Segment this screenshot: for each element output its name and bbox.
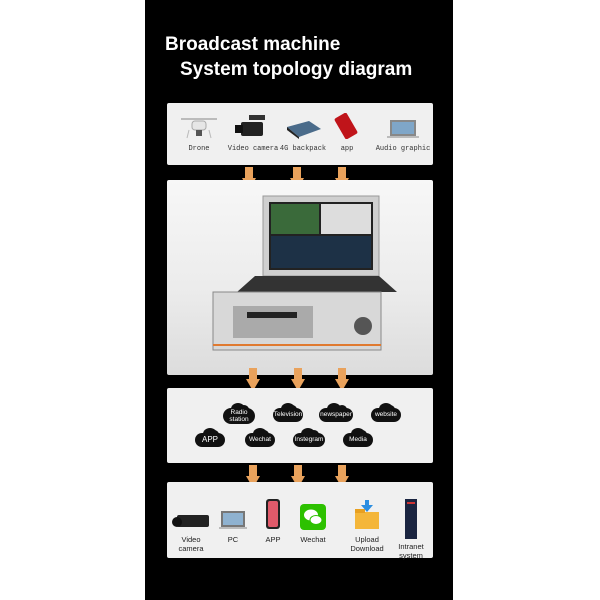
title-line-1: Broadcast machine xyxy=(165,34,341,55)
cloud-label: Wechat xyxy=(249,436,271,444)
cloud-website: website xyxy=(371,403,401,422)
broadcast-machine-illustration xyxy=(212,195,397,351)
source-label: Video camera xyxy=(227,145,279,153)
output-label: PC xyxy=(227,535,239,544)
camcorder-icon xyxy=(169,496,213,530)
cloud-label: Media xyxy=(349,436,367,444)
broadcast-machine-image xyxy=(167,180,433,375)
platforms-box: Radio station Television newspaper websi… xyxy=(167,388,433,463)
cloud-label: Radio station xyxy=(229,408,249,423)
wechat-icon xyxy=(291,496,335,530)
cloud-instegram: Instegram xyxy=(293,428,325,447)
output-pc: PC xyxy=(211,496,255,544)
source-label: 4G backpack xyxy=(279,145,327,153)
folder-upload-icon xyxy=(343,496,391,530)
smartphone-icon xyxy=(251,496,295,530)
source-4g-backpack: 4G backpack xyxy=(275,113,331,153)
backpack-icon xyxy=(275,113,331,139)
output-wechat: Wechat xyxy=(291,496,335,544)
phone-app-icon xyxy=(319,113,375,139)
pc-laptop-icon xyxy=(211,496,255,530)
output-video-camera: Video camera xyxy=(169,496,213,553)
source-label: app xyxy=(340,145,354,153)
output-label: Intranet system xyxy=(398,542,424,560)
outputs-box: Video camera PC APP Wechat Upload Downlo… xyxy=(167,482,433,560)
cloud-newspaper: newspaper xyxy=(319,403,353,422)
cloud-label: APP xyxy=(201,434,218,444)
cloud-television: Television xyxy=(273,403,303,422)
source-label: Audio graphic xyxy=(375,145,431,153)
source-video-camera: Video camera xyxy=(225,113,281,153)
sources-box: Drone Video camera 4G backpack app Audio… xyxy=(167,103,433,165)
source-label: Drone xyxy=(188,145,210,153)
source-drone: Drone xyxy=(171,113,227,153)
cloud-app: APP xyxy=(195,428,225,447)
output-label: Wechat xyxy=(300,535,326,544)
title-line-2: System topology diagram xyxy=(180,59,413,80)
source-app: app xyxy=(319,113,375,153)
output-intranet-system: Intranet system xyxy=(389,496,433,560)
laptop-icon xyxy=(373,113,433,139)
source-audio-graphic: Audio graphic xyxy=(373,113,433,153)
output-label: APP xyxy=(265,535,281,544)
output-label: Video camera xyxy=(178,535,204,553)
drone-icon xyxy=(171,113,227,139)
cloud-label: newspaper xyxy=(320,411,352,419)
server-tower-icon xyxy=(389,496,433,540)
cloud-label: Television xyxy=(273,411,303,419)
output-app: APP xyxy=(251,496,295,544)
cloud-label: Instegram xyxy=(294,436,324,444)
cloud-media: Media xyxy=(343,428,373,447)
cloud-label: website xyxy=(374,411,398,419)
output-upload-download: Upload Download xyxy=(343,496,391,553)
cloud-wechat: Wechat xyxy=(245,428,275,447)
video-camera-icon xyxy=(225,113,281,139)
cloud-radio-station: Radio station xyxy=(223,403,255,424)
output-label: Upload Download xyxy=(350,535,384,553)
